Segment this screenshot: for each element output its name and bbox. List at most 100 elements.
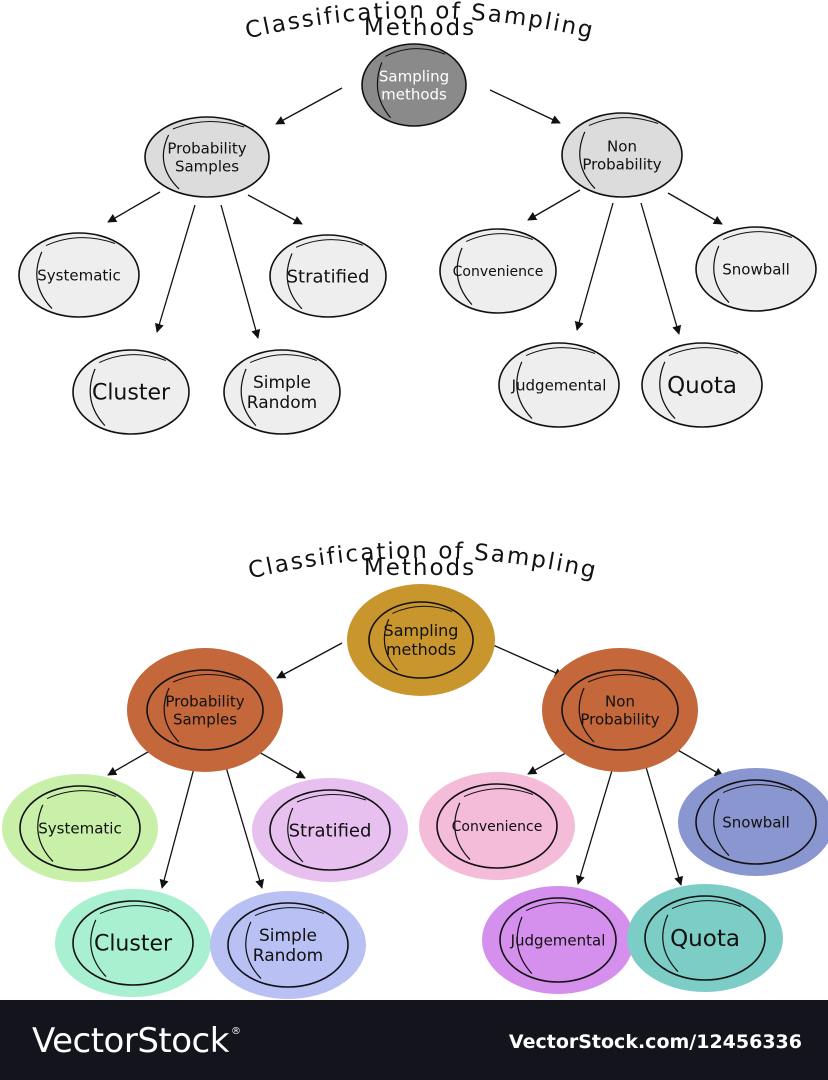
node-sketch-stroke [722, 784, 793, 794]
node-outline [223, 349, 341, 435]
node-convenience: Convenience [419, 772, 575, 880]
node-sketch-stroke [454, 802, 471, 861]
node-sketch-stroke [525, 347, 596, 357]
node-sketch-stroke [713, 798, 730, 857]
node-sketch-stroke [287, 807, 304, 863]
node-halo [419, 772, 575, 880]
node-sketch-stroke [376, 62, 392, 119]
node-label: Non [605, 692, 635, 710]
node-label: Simple [253, 373, 311, 393]
node-halo [2, 774, 158, 882]
connector-arrow [489, 89, 561, 124]
connector-arrow [642, 756, 684, 886]
node-sketch-stroke [465, 233, 533, 243]
node-label: Snowball [722, 260, 790, 278]
node-label: Judgemental [511, 376, 607, 394]
node-outline [227, 902, 349, 988]
node-sketch-stroke [99, 905, 170, 915]
node-halo [252, 778, 408, 882]
connector-arrow [154, 204, 196, 333]
node-label: Probability [167, 139, 246, 157]
node-sketch-stroke [713, 245, 730, 304]
node-cluster: Cluster [72, 349, 190, 435]
node-sketch-stroke [296, 793, 367, 803]
node-sketch-stroke [249, 354, 317, 364]
node-sketch-stroke [525, 902, 593, 912]
node-sketch-stroke [36, 251, 53, 310]
node-label: Random [253, 946, 323, 966]
node-label: Quota [667, 373, 737, 399]
connector-arrow [640, 202, 682, 335]
node-sketch-stroke [286, 253, 303, 310]
node-sketch-stroke [90, 919, 107, 978]
image-id-url: VectorStock.com/12456336 [508, 1031, 802, 1053]
node-outline [72, 349, 190, 435]
connector-arrow [574, 202, 614, 331]
connector-arrow [247, 194, 303, 225]
node-sketch-stroke [385, 48, 446, 57]
node-systematic: Systematic [18, 232, 140, 318]
node-halo [678, 768, 828, 876]
node-stratified: Stratified [269, 234, 387, 318]
node-label: Probability [582, 155, 661, 173]
node-systematic: Systematic [2, 774, 158, 882]
node-label: Systematic [37, 266, 120, 284]
node-sketch-stroke [172, 120, 245, 130]
node-judgemental: Judgemental [482, 886, 634, 994]
diagram-title-line2: Methods [364, 555, 476, 581]
watermark-footer: VectorStock® VectorStock.com/12456336 [0, 1000, 828, 1080]
node-snowball: Snowball [678, 768, 828, 876]
node-snowball: Snowball [695, 226, 817, 312]
node-label: Cluster [92, 381, 171, 406]
node-sketch-stroke [516, 916, 533, 975]
node-sketch-stroke [668, 347, 739, 357]
node-sketch-stroke [295, 239, 363, 248]
node-sketch-stroke [588, 117, 659, 127]
node-halo [627, 884, 783, 992]
node-sketch-stroke [172, 673, 240, 683]
node-outline [644, 895, 766, 981]
node-sketch-stroke [722, 231, 793, 241]
node-outline [561, 112, 683, 198]
connector-arrow [492, 644, 564, 677]
node-sketch-stroke [578, 687, 595, 743]
connector-arrow [220, 204, 261, 339]
node-label: Convenience [453, 264, 544, 280]
node-outline [18, 232, 140, 318]
node-convenience: Convenience [439, 228, 557, 314]
node-sketch-stroke [245, 921, 262, 980]
connector-arrow [222, 756, 265, 889]
connector-arrow [667, 192, 723, 225]
node-sketch-stroke [456, 247, 473, 306]
node-outline [695, 226, 817, 312]
node-outline [436, 783, 558, 869]
diagram-colored: Classification of SamplingMethodsSamplin… [2, 538, 828, 999]
node-judgemental: Judgemental [498, 342, 620, 428]
connector-arrow [159, 756, 198, 889]
node-outline [361, 43, 467, 127]
node-sketch-stroke [579, 131, 596, 190]
node-sketch-stroke [671, 900, 742, 910]
node-halo [55, 889, 211, 997]
node-label: methods [386, 640, 456, 659]
node-sketch-stroke [254, 907, 325, 917]
node-quota: Quota [627, 884, 783, 992]
node-label: Probability [165, 692, 244, 710]
node-halo [347, 584, 495, 696]
node-sketch-stroke [516, 361, 533, 420]
node-outline [269, 234, 387, 318]
node-label: Sampling [379, 67, 449, 85]
node-outline [144, 116, 270, 198]
node-label: Non [607, 137, 637, 155]
node-sketch-stroke [240, 368, 257, 427]
diagram-grayscale: Classification of SamplingMethodsSamplin… [18, 0, 817, 435]
node-outline [368, 601, 474, 679]
